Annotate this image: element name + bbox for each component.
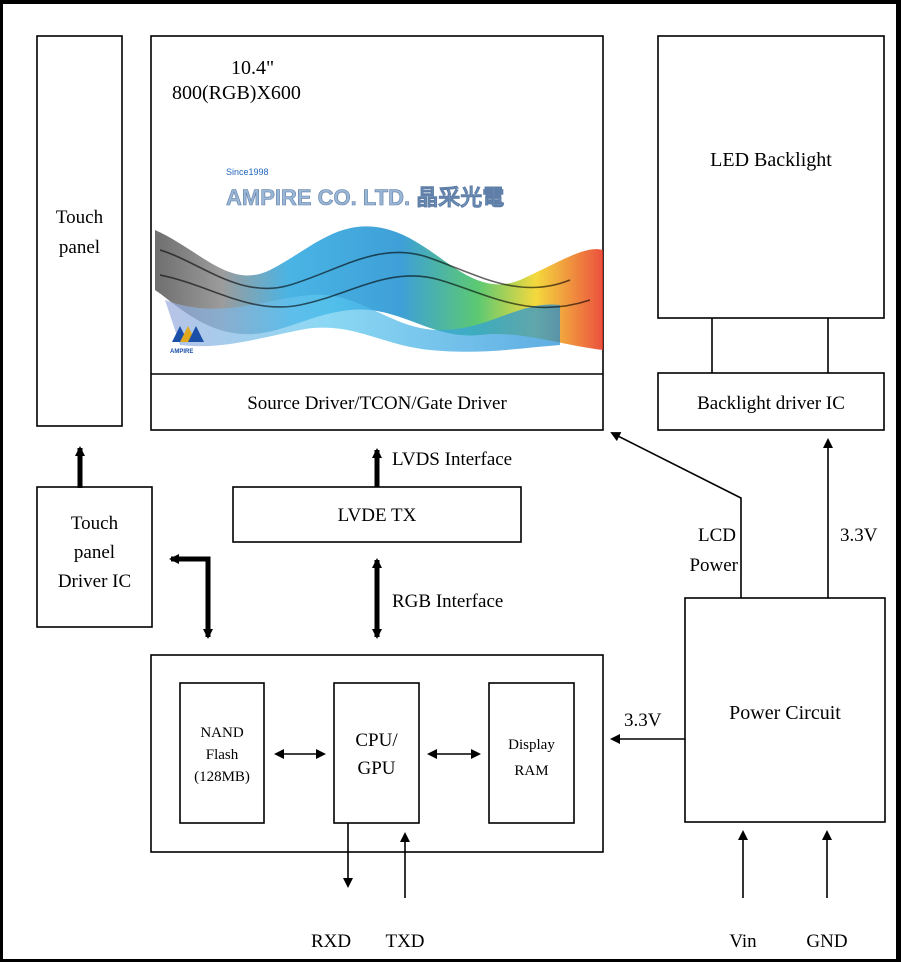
lcd-resolution: 800(RGB)X600 — [172, 82, 301, 104]
touch-driver-label-2: panel — [74, 542, 115, 563]
txd-label: TXD — [385, 931, 424, 952]
touch-driver-block: Touch panel Driver IC — [36, 486, 153, 628]
lcd-power-label-2: Power — [689, 555, 738, 576]
nand-label-1: NAND — [200, 725, 243, 741]
power-circuit-block: Power Circuit — [684, 597, 886, 823]
vin-label: Vin — [729, 931, 757, 952]
gnd-label: GND — [806, 931, 847, 952]
lcd-power-label-1: LCD — [698, 525, 736, 546]
led-backlight-label: LED Backlight — [710, 149, 832, 171]
touch-panel-block: Touch panel — [36, 35, 123, 427]
ram-label-1: Display — [508, 737, 555, 753]
display-ram-block: Display RAM — [488, 682, 575, 824]
lvde-tx-label: LVDE TX — [338, 505, 417, 526]
lcd-size: 10.4" — [231, 57, 274, 79]
nand-label-2: Flash — [206, 747, 239, 763]
logo-company: AMPIRE CO. LTD. 晶采光電 — [226, 185, 504, 210]
touch-panel-label-2: panel — [59, 237, 100, 258]
cpu-gpu-block: CPU/ GPU — [333, 682, 420, 824]
touch-driver-label-3: Driver IC — [58, 571, 131, 592]
lcd-panel-block: 10.4" 800(RGB)X600 Since1998 AMPIRE CO. … — [150, 35, 604, 431]
cpu-label-2: GPU — [357, 758, 395, 779]
logo-since: Since1998 — [226, 167, 269, 177]
nand-label-3: (128MB) — [194, 769, 250, 785]
rgb-interface-label: RGB Interface — [392, 591, 503, 612]
arrow-touchdriver-to-board — [169, 554, 213, 639]
rxd-label: RXD — [311, 931, 351, 952]
lcd-driver-label: Source Driver/TCON/Gate Driver — [247, 393, 507, 414]
ampire-logo-mark: AMPIRE — [170, 326, 204, 355]
logo-mark-text: AMPIRE — [170, 349, 193, 355]
backlight-driver-block: Backlight driver IC — [657, 372, 885, 431]
lvds-interface-label: LVDS Interface — [392, 449, 512, 470]
system-voltage-label: 3.3V — [624, 710, 662, 731]
power-circuit-label: Power Circuit — [729, 702, 841, 724]
backlight-voltage-label: 3.3V — [840, 525, 878, 546]
touch-panel-label-1: Touch — [56, 207, 104, 228]
ram-label-2: RAM — [514, 763, 548, 779]
led-backlight-block: LED Backlight — [657, 35, 885, 319]
arrow-lcd-power — [610, 432, 742, 598]
cpu-label-1: CPU/ — [355, 730, 398, 751]
nand-flash-block: NAND Flash (128MB) — [179, 682, 265, 824]
lcd-screen-image: Since1998 AMPIRE CO. LTD. 晶采光電 AMPIRE — [155, 167, 603, 355]
backlight-driver-label: Backlight driver IC — [697, 393, 845, 414]
touch-driver-label-1: Touch — [71, 513, 119, 534]
lvde-tx-block: LVDE TX — [232, 486, 522, 543]
